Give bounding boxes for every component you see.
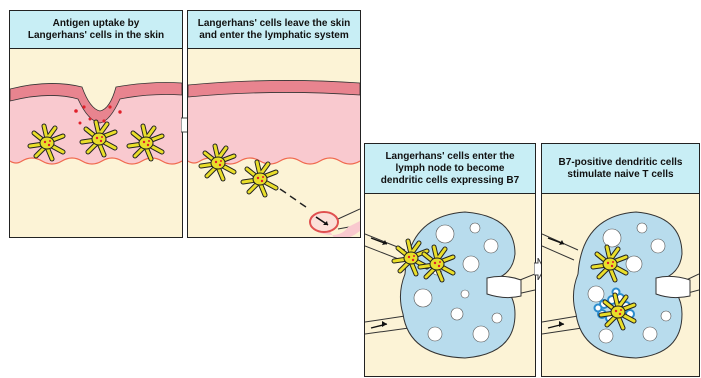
- panel-title: Langerhans' cells enter the lymph node t…: [365, 144, 535, 194]
- panel-lymphatic-entry: Langerhans' cells leave the skin and ent…: [187, 10, 361, 238]
- skin-diagram: [188, 49, 360, 237]
- skin-diagram: [10, 49, 182, 237]
- panel-antigen-uptake: Antigen uptake by Langerhans' cells in t…: [9, 10, 183, 238]
- lymph-node-diagram: [365, 194, 535, 376]
- panel-title-text: Langerhans' cells leave the skin and ent…: [198, 18, 350, 42]
- panel-title: Antigen uptake by Langerhans' cells in t…: [10, 11, 182, 49]
- lymph-node-diagram: [542, 194, 699, 376]
- panel-title-text: Antigen uptake by Langerhans' cells in t…: [28, 18, 164, 42]
- panel-title: B7-positive dendritic cells stimulate na…: [542, 144, 699, 194]
- panel-title: Langerhans' cells leave the skin and ent…: [188, 11, 360, 49]
- panel-lymph-node-entry: Langerhans' cells enter the lymph node t…: [364, 143, 536, 377]
- panel-tcell-stimulation: B7-positive dendritic cells stimulate na…: [541, 143, 700, 377]
- panel-title-text: Langerhans' cells enter the lymph node t…: [381, 151, 519, 187]
- panel-title-text: B7-positive dendritic cells stimulate na…: [559, 157, 683, 181]
